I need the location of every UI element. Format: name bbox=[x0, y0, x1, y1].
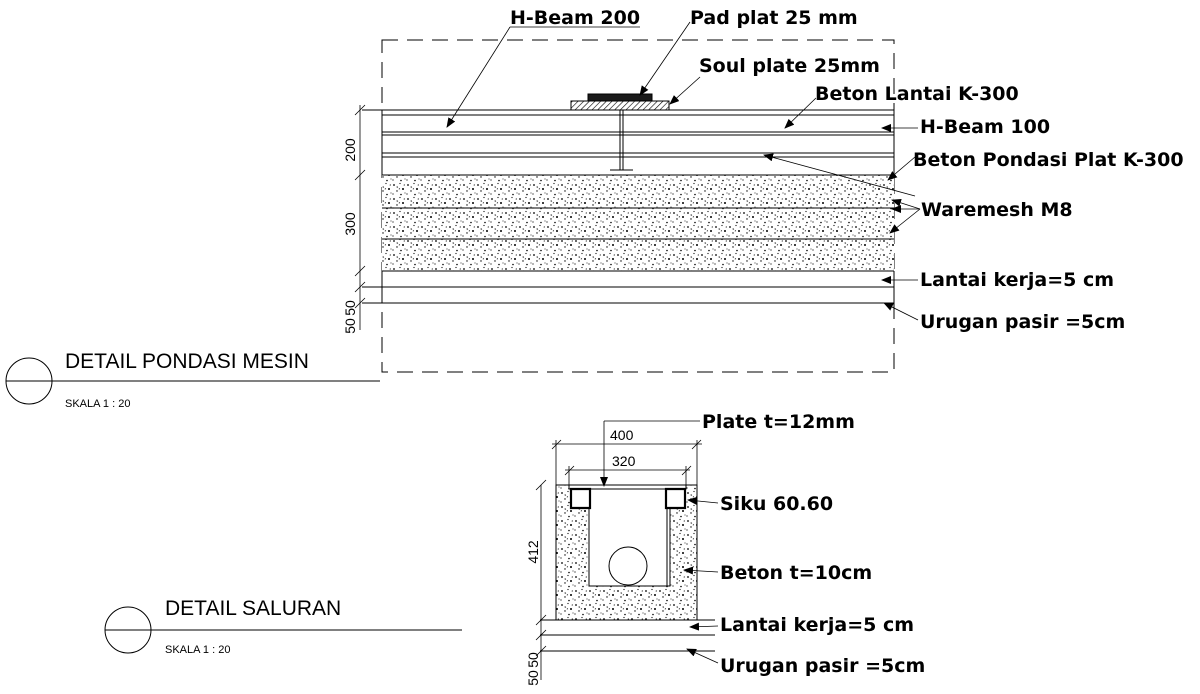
label-soul-plate: Soul plate 25mm bbox=[699, 55, 880, 77]
dim-400: 400 bbox=[610, 427, 634, 443]
label-beton-lantai: Beton Lantai K-300 bbox=[815, 83, 1019, 105]
pondasi-title: DETAIL PONDASI MESIN bbox=[65, 350, 309, 373]
label-urugan-pasir: Urugan pasir =5cm bbox=[920, 311, 1125, 333]
label-beton-pondasi: Beton Pondasi Plat K-300 bbox=[913, 149, 1184, 171]
pipe bbox=[608, 546, 648, 586]
dim-412: 412 bbox=[525, 540, 541, 564]
saluran-scale: SKALA 1 : 20 bbox=[165, 644, 230, 656]
saluran-section: 400 320 412 50 50 Plate t=12mm Siku 60.6… bbox=[104, 411, 925, 686]
label-pad-plat: Pad plat 25 mm bbox=[690, 7, 858, 29]
concrete-layer bbox=[382, 175, 894, 271]
pondasi-title-block: DETAIL PONDASI MESIN SKALA 1 : 20 bbox=[5, 350, 380, 410]
pad-plate bbox=[587, 93, 653, 102]
label-hbeam-100: H-Beam 100 bbox=[920, 116, 1050, 138]
label-siku: Siku 60.60 bbox=[720, 493, 833, 515]
siku-left bbox=[569, 487, 592, 510]
saluran-title-block: DETAIL SALURAN SKALA 1 : 20 bbox=[104, 597, 462, 656]
label-lantai-kerja-saluran: Lantai kerja=5 cm bbox=[720, 614, 914, 636]
label-beton: Beton t=10cm bbox=[720, 562, 872, 584]
label-urugan-pasir-saluran: Urugan pasir =5cm bbox=[720, 655, 925, 677]
dim-50-a: 50 bbox=[525, 652, 541, 668]
cover-plate bbox=[568, 484, 687, 490]
dim-300: 300 bbox=[342, 212, 358, 236]
saluran-title: DETAIL SALURAN bbox=[165, 597, 341, 620]
siku-right bbox=[664, 487, 687, 510]
pondasi-section: 200 300 50 50 H-Beam 200 Pad plat 25 mm … bbox=[5, 7, 1184, 410]
dim-50-b: 50 bbox=[525, 670, 541, 686]
pondasi-dimensions: 200 300 50 50 bbox=[342, 104, 366, 334]
label-lantai-kerja: Lantai kerja=5 cm bbox=[920, 269, 1114, 291]
soul-plate bbox=[570, 100, 670, 111]
label-plate: Plate t=12mm bbox=[702, 411, 855, 433]
saluran-dimensions: 400 320 412 50 50 bbox=[525, 427, 702, 686]
label-waremesh: Waremesh M8 bbox=[921, 199, 1073, 221]
dim-50-lower: 50 bbox=[342, 318, 358, 334]
dim-50-upper: 50 bbox=[342, 300, 358, 316]
label-hbeam-200: H-Beam 200 bbox=[510, 7, 640, 29]
pondasi-scale: SKALA 1 : 20 bbox=[65, 398, 130, 410]
dim-200: 200 bbox=[342, 138, 358, 162]
dim-320: 320 bbox=[612, 453, 636, 469]
